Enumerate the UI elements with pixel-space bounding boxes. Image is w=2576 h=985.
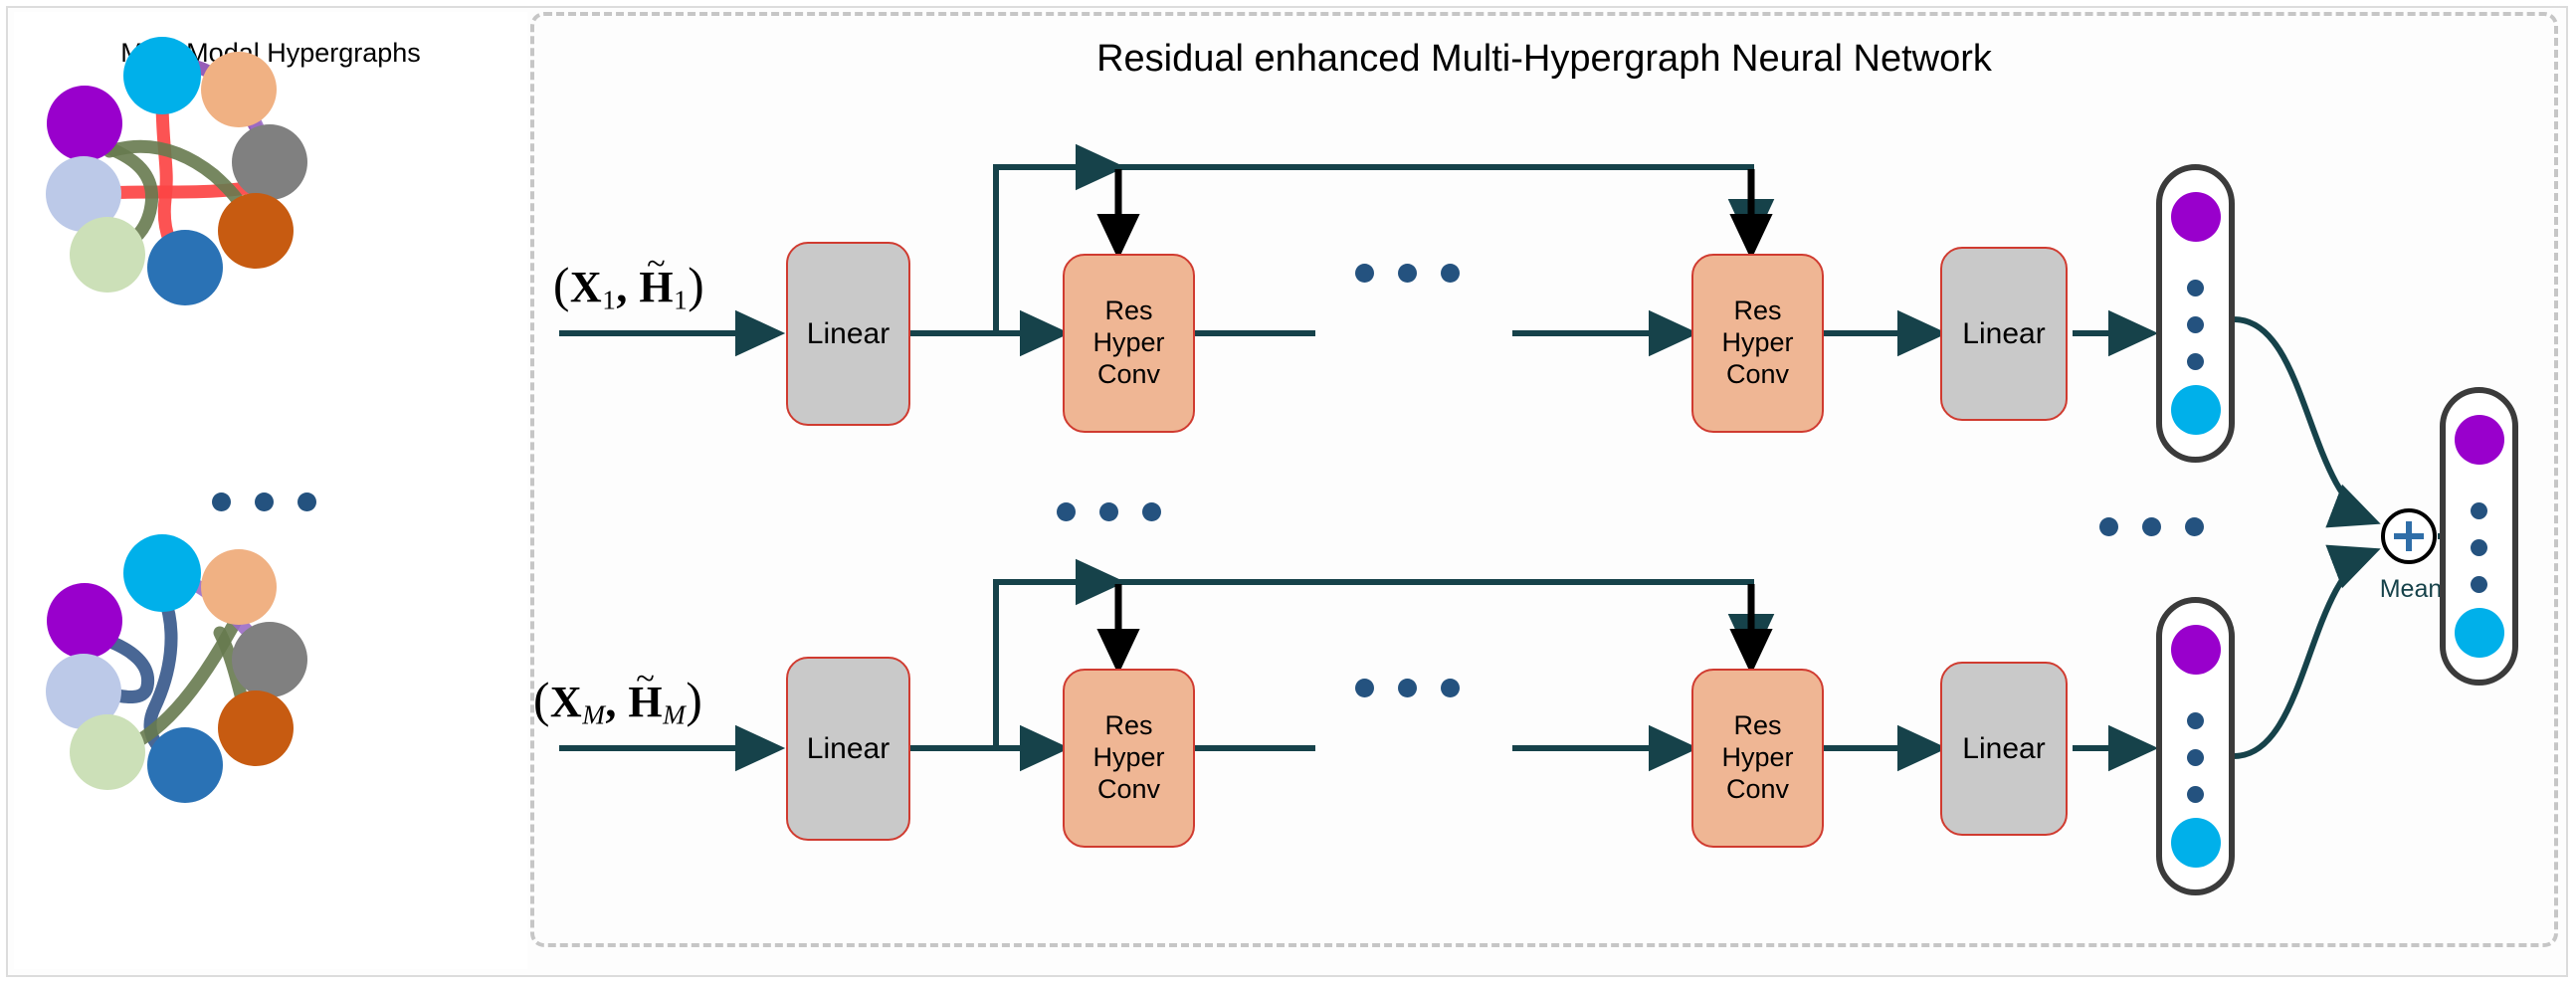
block-label-line-2: Hyper bbox=[1721, 742, 1794, 773]
block-label-line-1: Res bbox=[1733, 710, 1782, 741]
block-label-line-2: Hyper bbox=[1092, 327, 1165, 358]
input-label-1: (X1, ~H1) bbox=[553, 244, 705, 315]
dot bbox=[2187, 749, 2204, 766]
linear-output-row-M[interactable]: Linear bbox=[1940, 662, 2068, 836]
block-label-line-2: Hyper bbox=[1721, 327, 1794, 358]
hypergraph-separator-dots bbox=[212, 492, 316, 511]
dot bbox=[1398, 679, 1417, 697]
dot bbox=[1441, 264, 1460, 283]
vector-node-top bbox=[2454, 415, 2504, 465]
node-peach bbox=[201, 52, 277, 127]
res-hyper-conv-last-row-M[interactable]: Res Hyper Conv bbox=[1691, 669, 1824, 848]
node-lightgreen bbox=[70, 217, 145, 293]
vector-node-bottom bbox=[2170, 385, 2221, 435]
node-peach bbox=[201, 549, 277, 625]
dot bbox=[255, 492, 274, 511]
dot bbox=[2187, 280, 2204, 296]
node-cyan bbox=[123, 37, 201, 114]
node-steelblue bbox=[147, 727, 223, 803]
vector-separator-ellipsis bbox=[2099, 517, 2204, 536]
dot bbox=[2187, 712, 2204, 729]
dot bbox=[2471, 539, 2487, 556]
vector-node-top bbox=[2170, 625, 2221, 675]
block-label-line-3: Conv bbox=[1725, 773, 1790, 804]
node-gray bbox=[232, 124, 307, 200]
row-separator-ellipsis bbox=[1057, 502, 1161, 521]
block-label: Linear bbox=[806, 316, 891, 350]
node-orange bbox=[218, 193, 294, 269]
dot bbox=[1099, 502, 1118, 521]
dot bbox=[2471, 576, 2487, 593]
block-label-line-3: Conv bbox=[1096, 358, 1161, 389]
dot bbox=[2099, 517, 2118, 536]
dot bbox=[1441, 679, 1460, 697]
dot bbox=[212, 492, 231, 511]
mean-operator-node[interactable] bbox=[2381, 508, 2437, 564]
node-gray bbox=[232, 622, 307, 697]
node-orange bbox=[218, 690, 294, 766]
block-label-line-2: Hyper bbox=[1092, 742, 1165, 773]
block-label-line-1: Res bbox=[1104, 710, 1153, 741]
panel-title: Multi-Modal Hypergraphs bbox=[120, 38, 421, 68]
node-lightgreen bbox=[70, 714, 145, 790]
block-label-line-1: Res bbox=[1104, 296, 1153, 326]
dot bbox=[2187, 353, 2204, 370]
dot bbox=[2471, 502, 2487, 519]
node-purple bbox=[47, 86, 122, 161]
node-purple bbox=[47, 583, 122, 659]
linear-input-row-M[interactable]: Linear bbox=[786, 657, 910, 841]
fused-output-vector-ellipsis bbox=[2471, 502, 2487, 593]
linear-output-row-1[interactable]: Linear bbox=[1940, 247, 2068, 421]
dot bbox=[297, 492, 316, 511]
mean-label: Mean bbox=[2379, 575, 2443, 603]
block-label: Linear bbox=[806, 731, 891, 765]
dot bbox=[2187, 786, 2204, 803]
embedding-vector-row-M-ellipsis bbox=[2187, 712, 2204, 803]
vector-node-bottom bbox=[2454, 608, 2504, 658]
fused-output-vector bbox=[2440, 387, 2518, 686]
res-hyper-conv-last-row-1[interactable]: Res Hyper Conv bbox=[1691, 254, 1824, 433]
module-frame bbox=[530, 12, 2558, 947]
dot bbox=[2187, 316, 2204, 333]
dot bbox=[2142, 517, 2161, 536]
embedding-vector-row-M bbox=[2156, 597, 2235, 895]
dot bbox=[1142, 502, 1161, 521]
vector-node-top bbox=[2170, 192, 2221, 242]
block-label-line-1: Res bbox=[1733, 296, 1782, 326]
embedding-vector-row-1 bbox=[2156, 164, 2235, 463]
dot bbox=[2185, 517, 2204, 536]
module-title: Residual enhanced Multi-Hypergraph Neura… bbox=[1096, 38, 1992, 80]
dot bbox=[1057, 502, 1076, 521]
dot bbox=[1355, 679, 1374, 697]
row-M-conv-ellipsis bbox=[1355, 679, 1460, 697]
block-label-line-3: Conv bbox=[1725, 358, 1790, 389]
vector-node-bottom bbox=[2170, 818, 2221, 868]
embedding-vector-row-1-ellipsis bbox=[2187, 280, 2204, 370]
dot bbox=[1398, 264, 1417, 283]
node-cyan bbox=[123, 534, 201, 612]
block-label: Linear bbox=[1962, 731, 2046, 765]
linear-input-row-1[interactable]: Linear bbox=[786, 242, 910, 426]
block-label: Linear bbox=[1962, 316, 2046, 350]
dot bbox=[1355, 264, 1374, 283]
node-steelblue bbox=[147, 230, 223, 305]
row-1-conv-ellipsis bbox=[1355, 264, 1460, 283]
input-label-M: (XM, ~HM) bbox=[533, 659, 703, 730]
block-label-line-3: Conv bbox=[1096, 773, 1161, 804]
res-hyper-conv-first-row-M[interactable]: Res Hyper Conv bbox=[1063, 669, 1195, 848]
res-hyper-conv-first-row-1[interactable]: Res Hyper Conv bbox=[1063, 254, 1195, 433]
